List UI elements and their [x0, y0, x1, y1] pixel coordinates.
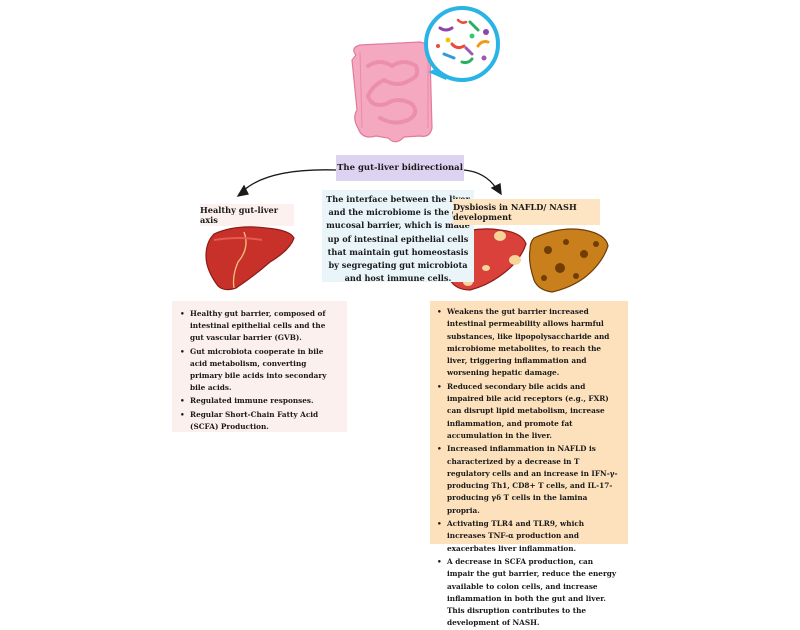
dysbiosis-features-box: Weakens the gut barrier increased intest… — [430, 301, 628, 627]
diagram-title: The gut-liver bidirectional — [336, 155, 464, 181]
diagram-title-text: The gut-liver bidirectional — [337, 163, 463, 173]
dysbiosis-features-list: Weakens the gut barrier increased intest… — [437, 306, 622, 630]
microbiome-magnifier-icon — [424, 6, 500, 82]
cirrhotic-liver-icon — [528, 228, 609, 293]
list-item: Regular Short-Chain Fatty Acid (SCFA) Pr… — [180, 409, 339, 433]
list-item: Reduced secondary bile acids and impaire… — [437, 381, 622, 442]
list-item: Regulated immune responses. — [180, 395, 339, 407]
healthy-features-box: Healthy gut barrier, composed of intesti… — [172, 301, 347, 432]
list-item: Activating TLR4 and TLR9, which increase… — [437, 518, 622, 555]
gut-barrier-description-text: The interface between the liver and the … — [326, 194, 470, 284]
gut-barrier-description: The interface between the liver and the … — [322, 190, 474, 284]
list-item: Increased inflammation in NAFLD is chara… — [437, 443, 622, 517]
arrow-to-healthy — [236, 169, 337, 197]
list-item: Weakens the gut barrier increased intest… — [437, 306, 622, 380]
dysbiosis-label-text: Dysbiosis in NAFLD/ NASH development — [453, 202, 577, 222]
arrow-to-dysbiosis — [463, 169, 502, 196]
list-item: Gut microbiota cooperate in bile acid me… — [180, 346, 339, 395]
healthy-liver-icon — [205, 226, 295, 291]
intestine-icon — [351, 41, 433, 143]
healthy-axis-label: Healthy gut-liver axis — [200, 204, 294, 226]
healthy-axis-label-text: Healthy gut-liver axis — [200, 205, 279, 225]
healthy-features-list: Healthy gut barrier, composed of intesti… — [180, 308, 339, 433]
list-item: A decrease in SCFA production, can impai… — [437, 556, 622, 630]
list-item: Healthy gut barrier, composed of intesti… — [180, 308, 339, 345]
dysbiosis-label: Dysbiosis in NAFLD/ NASH development — [453, 199, 600, 225]
